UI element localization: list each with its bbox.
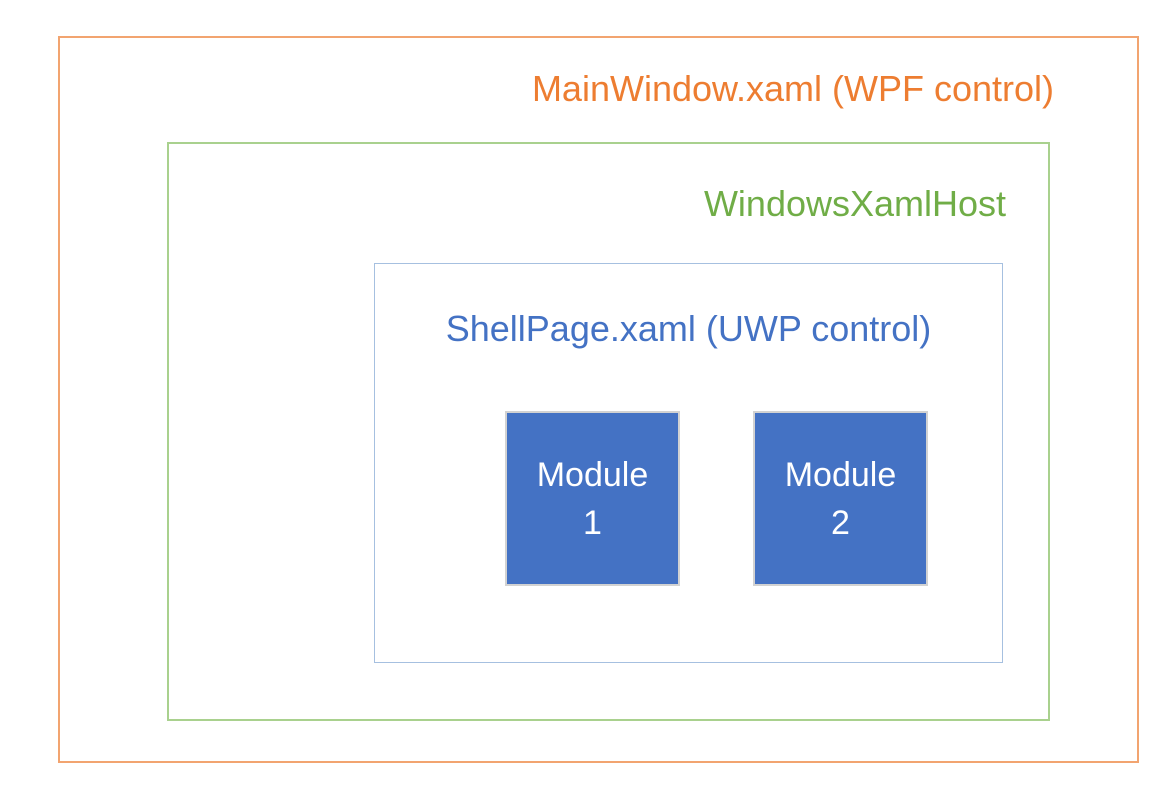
module-2-box: Module 2 (753, 411, 928, 586)
windowsxamlhost-label: WindowsXamlHost (703, 183, 1007, 224)
module-2-label-line2: 2 (831, 503, 850, 542)
mainwindow-box: MainWindow.xaml (WPF control) WindowsXam… (58, 36, 1139, 763)
module-1-box: Module 1 (505, 411, 680, 586)
mainwindow-label: MainWindow.xaml (WPF control) (531, 68, 1055, 109)
module-2-label-line1: Module (784, 455, 897, 494)
module-1-label-line2: 1 (583, 503, 602, 542)
shellpage-label: ShellPage.xaml (UWP control) (445, 308, 932, 349)
shellpage-box: ShellPage.xaml (UWP control) Module 1 Mo… (374, 263, 1003, 663)
windowsxamlhost-box: WindowsXamlHost ShellPage.xaml (UWP cont… (167, 142, 1050, 721)
module-1-label-line1: Module (536, 455, 649, 494)
